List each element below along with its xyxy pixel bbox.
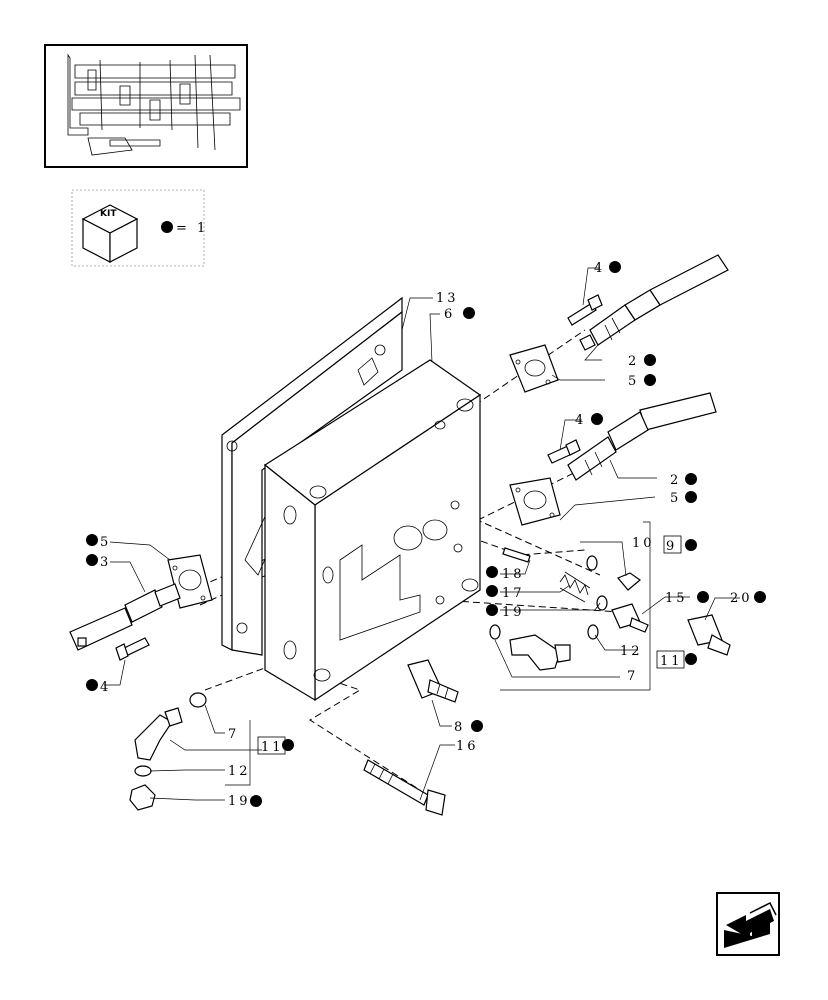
o-ring-lower-7[interactable] bbox=[189, 692, 207, 708]
o-ring-upper[interactable] bbox=[586, 555, 598, 571]
callout-7-right[interactable]: 7 bbox=[627, 669, 638, 684]
callout-labels: 13 6 4 2 5 4 2 5 10 9 18 17 19 15 20 12 … bbox=[86, 261, 766, 809]
callout-16[interactable]: 16 bbox=[456, 739, 479, 754]
callout-10[interactable]: 10 bbox=[632, 536, 655, 551]
bolt-16[interactable] bbox=[363, 759, 446, 816]
callout-5-middle[interactable]: 5 bbox=[670, 491, 681, 506]
left-solenoid[interactable] bbox=[69, 583, 181, 651]
kit-label: KIT bbox=[100, 209, 117, 219]
callout-6[interactable]: 6 bbox=[444, 307, 455, 322]
o-ring-19[interactable] bbox=[596, 595, 608, 611]
plug-pin[interactable] bbox=[502, 547, 531, 563]
callout-13[interactable]: 13 bbox=[436, 291, 459, 306]
gasket-plate[interactable] bbox=[221, 296, 403, 656]
callout-4-middle[interactable]: 4 bbox=[575, 413, 586, 428]
middle-screw[interactable] bbox=[547, 439, 581, 464]
kit-equals: = 1 bbox=[176, 221, 208, 236]
callout-19-right[interactable]: 19 bbox=[502, 605, 525, 620]
callout-20[interactable]: 20 bbox=[730, 591, 753, 606]
callout-2-middle[interactable]: 2 bbox=[670, 473, 681, 488]
upper-screw[interactable] bbox=[567, 294, 603, 326]
callout-11-right[interactable]: 11 bbox=[660, 654, 683, 669]
callout-19-left[interactable]: 19 bbox=[228, 794, 251, 809]
upper-solenoid[interactable] bbox=[579, 254, 729, 351]
o-ring-12[interactable] bbox=[134, 765, 152, 777]
kit-bullet-icon bbox=[161, 221, 173, 233]
callout-9[interactable]: 9 bbox=[666, 539, 677, 554]
callout-12-left[interactable]: 12 bbox=[228, 764, 251, 779]
o-ring-center[interactable] bbox=[489, 624, 501, 640]
middle-solenoid[interactable] bbox=[567, 392, 717, 481]
sensor-20[interactable] bbox=[687, 614, 731, 656]
callout-4-upper[interactable]: 4 bbox=[594, 261, 605, 276]
middle-flange[interactable] bbox=[509, 477, 561, 526]
leader-lines bbox=[104, 267, 740, 801]
callout-12-right[interactable]: 12 bbox=[620, 644, 643, 659]
previous-page-arrow-icon[interactable] bbox=[716, 892, 780, 956]
callout-8[interactable]: 8 bbox=[454, 720, 465, 735]
callout-5-left[interactable]: 5 bbox=[100, 535, 111, 550]
elbow-fitting-right[interactable] bbox=[509, 634, 571, 671]
valve-body[interactable] bbox=[263, 359, 482, 702]
callout-15[interactable]: 15 bbox=[665, 591, 688, 606]
kit-box-icon bbox=[81, 204, 139, 263]
kit-legend: KIT = 1 bbox=[71, 189, 208, 267]
callout-11-left[interactable]: 11 bbox=[261, 740, 284, 755]
nut-19[interactable] bbox=[129, 784, 156, 811]
plug-10[interactable] bbox=[617, 572, 641, 591]
transmission-thumbnail[interactable] bbox=[44, 44, 248, 168]
valve-8[interactable] bbox=[407, 659, 459, 703]
left-screw[interactable] bbox=[115, 637, 150, 661]
spring[interactable] bbox=[559, 571, 591, 603]
callout-3[interactable]: 3 bbox=[100, 555, 111, 570]
callout-2-upper[interactable]: 2 bbox=[628, 354, 639, 369]
callout-4-left[interactable]: 4 bbox=[100, 680, 111, 695]
callout-7-left[interactable]: 7 bbox=[228, 727, 239, 742]
callout-17[interactable]: 17 bbox=[502, 586, 525, 601]
elbow-fitting-left[interactable] bbox=[134, 707, 183, 761]
callout-5-upper[interactable]: 5 bbox=[628, 374, 639, 389]
callout-18[interactable]: 18 bbox=[502, 567, 525, 582]
upper-flange[interactable] bbox=[509, 344, 559, 393]
sensor-15[interactable] bbox=[611, 603, 649, 633]
